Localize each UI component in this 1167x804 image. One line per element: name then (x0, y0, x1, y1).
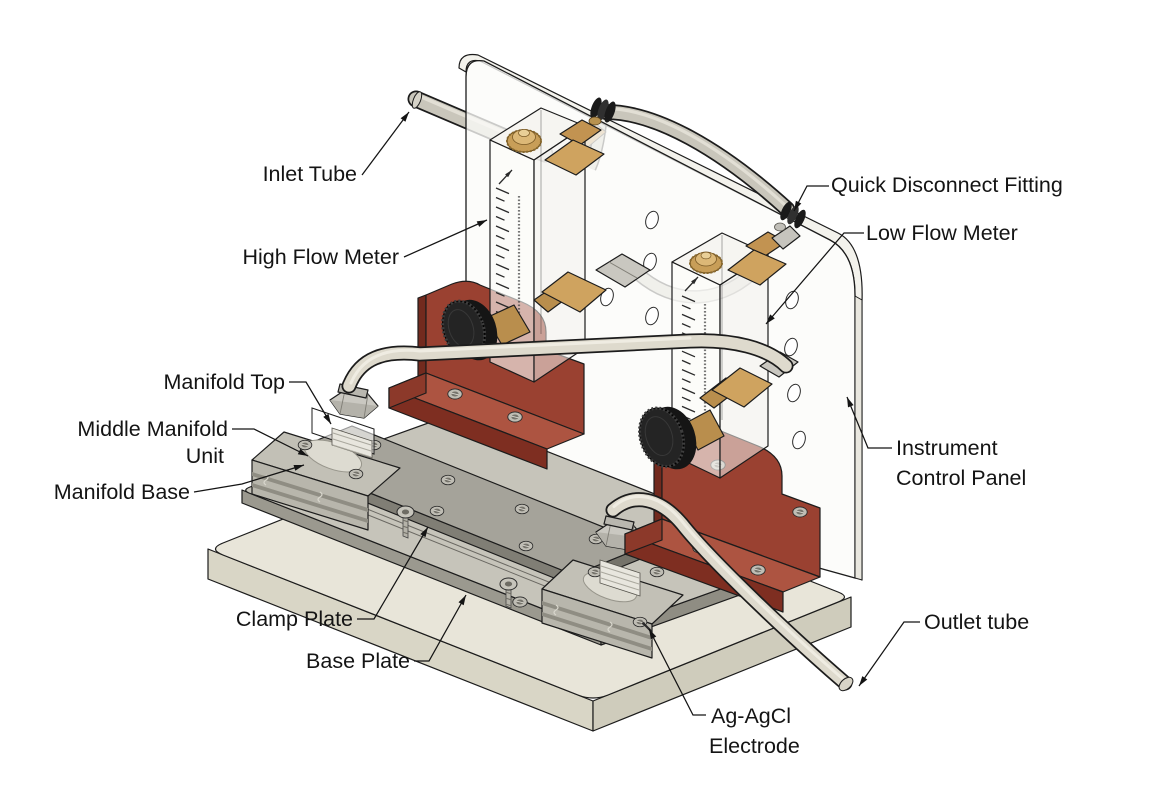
leader-manifold-top (289, 381, 332, 425)
manifold-unit-right (541, 515, 684, 659)
ag-agcl-electrode (642, 622, 653, 633)
leader-outlet-tube (858, 621, 920, 687)
high-flow-meter (441, 107, 651, 383)
manifold-stack-left (251, 383, 401, 531)
label-electrode-line2: Electrode (709, 734, 800, 758)
label-high-flow-meter: High Flow Meter (242, 245, 399, 269)
leader-base-plate (414, 594, 467, 662)
leader-electrode (648, 628, 706, 716)
leader-low-flow-meter (765, 232, 864, 325)
leader-high-flow-meter (403, 219, 488, 258)
leader-middle-manifold (232, 428, 309, 457)
label-electrode-line1: Ag-AgCl (711, 704, 791, 728)
label-middle-manifold-line2: Unit (186, 444, 224, 468)
leader-inlet-tube (361, 111, 410, 176)
label-instrument-line1: Instrument (896, 436, 998, 460)
tubes-front (341, 97, 854, 692)
quick-disconnect-right (774, 201, 806, 232)
label-middle-manifold-line1: Middle Manifold (77, 417, 228, 441)
low-flow-meter (638, 225, 801, 479)
flow-knob-low (638, 406, 725, 470)
leader-clamp-plate (357, 526, 429, 620)
panel-holes (600, 210, 806, 450)
label-outlet-tube: Outlet tube (924, 610, 1029, 634)
leader-manifold-base (193, 464, 305, 493)
outlet-tube (605, 492, 854, 692)
clamp-screw-posts (396, 505, 518, 609)
base-assembly (207, 383, 852, 732)
crossover-tube (598, 104, 795, 217)
label-manifold-base: Manifold Base (54, 480, 190, 504)
callouts: Inlet Tube High Flow Meter Quick Disconn… (54, 111, 1063, 758)
label-manifold-top: Manifold Top (163, 370, 285, 394)
label-quick-disconnect: Quick Disconnect Fitting (831, 173, 1063, 197)
label-instrument-line2: Control Panel (896, 466, 1026, 490)
quick-disconnect-top (588, 97, 616, 126)
label-clamp-plate: Clamp Plate (236, 607, 353, 631)
label-base-plate: Base Plate (306, 649, 410, 673)
label-inlet-tube: Inlet Tube (263, 162, 357, 186)
leader-quick-disconnect (793, 185, 829, 212)
leader-instrument-panel (846, 396, 892, 449)
flow-scale-high (495, 169, 521, 335)
manifold-tube (341, 333, 794, 394)
label-low-flow-meter: Low Flow Meter (866, 221, 1018, 245)
